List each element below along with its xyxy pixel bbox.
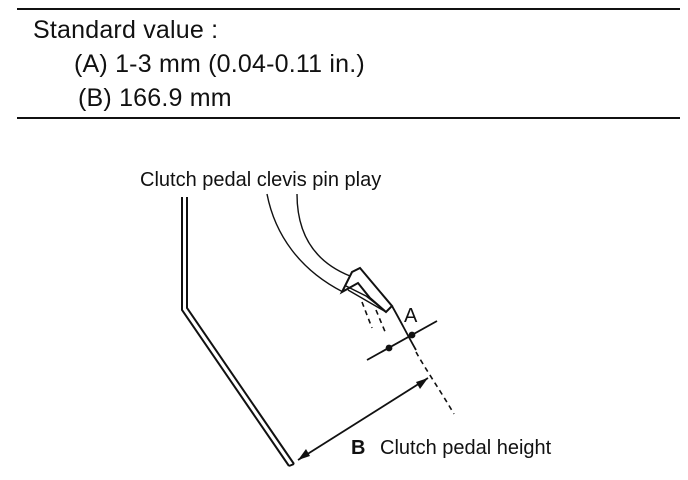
bottom-rule (17, 117, 680, 119)
pedal-travel-dashed (415, 351, 455, 415)
pedal-height-label: Clutch pedal height (380, 437, 552, 459)
clevis-pin-play-label: Clutch pedal clevis pin play (140, 169, 381, 191)
clevis-leader-left (266, 193, 344, 293)
clevis-bracket-edge (345, 285, 385, 311)
pedal-arm-end (288, 463, 295, 467)
pedal-arm-inner (186, 197, 295, 465)
pedal-arc-solid (391, 305, 417, 351)
a-measure-line (366, 320, 438, 361)
rod-dash-left (361, 301, 373, 329)
standard-value-b: (B) 166.9 mm (78, 84, 232, 112)
a-marker-left (385, 344, 393, 352)
top-rule (17, 8, 680, 10)
standard-value-a: (A) 1-3 mm (0.04-0.11 in.) (74, 50, 365, 78)
a-label: A (404, 305, 418, 327)
clevis-bracket-lower (347, 289, 387, 313)
standard-value-heading: Standard value : (33, 16, 219, 44)
b-arrow-end (416, 378, 428, 389)
clevis-bracket (339, 266, 394, 314)
b-dimension-line (297, 377, 429, 461)
a-marker-right (408, 331, 416, 339)
pedal-arm-outer (181, 197, 290, 467)
clevis-leader-right (296, 193, 351, 277)
b-arrow-start (298, 449, 310, 460)
b-letter-label: B (351, 437, 365, 459)
rod-dash-right (375, 309, 387, 335)
